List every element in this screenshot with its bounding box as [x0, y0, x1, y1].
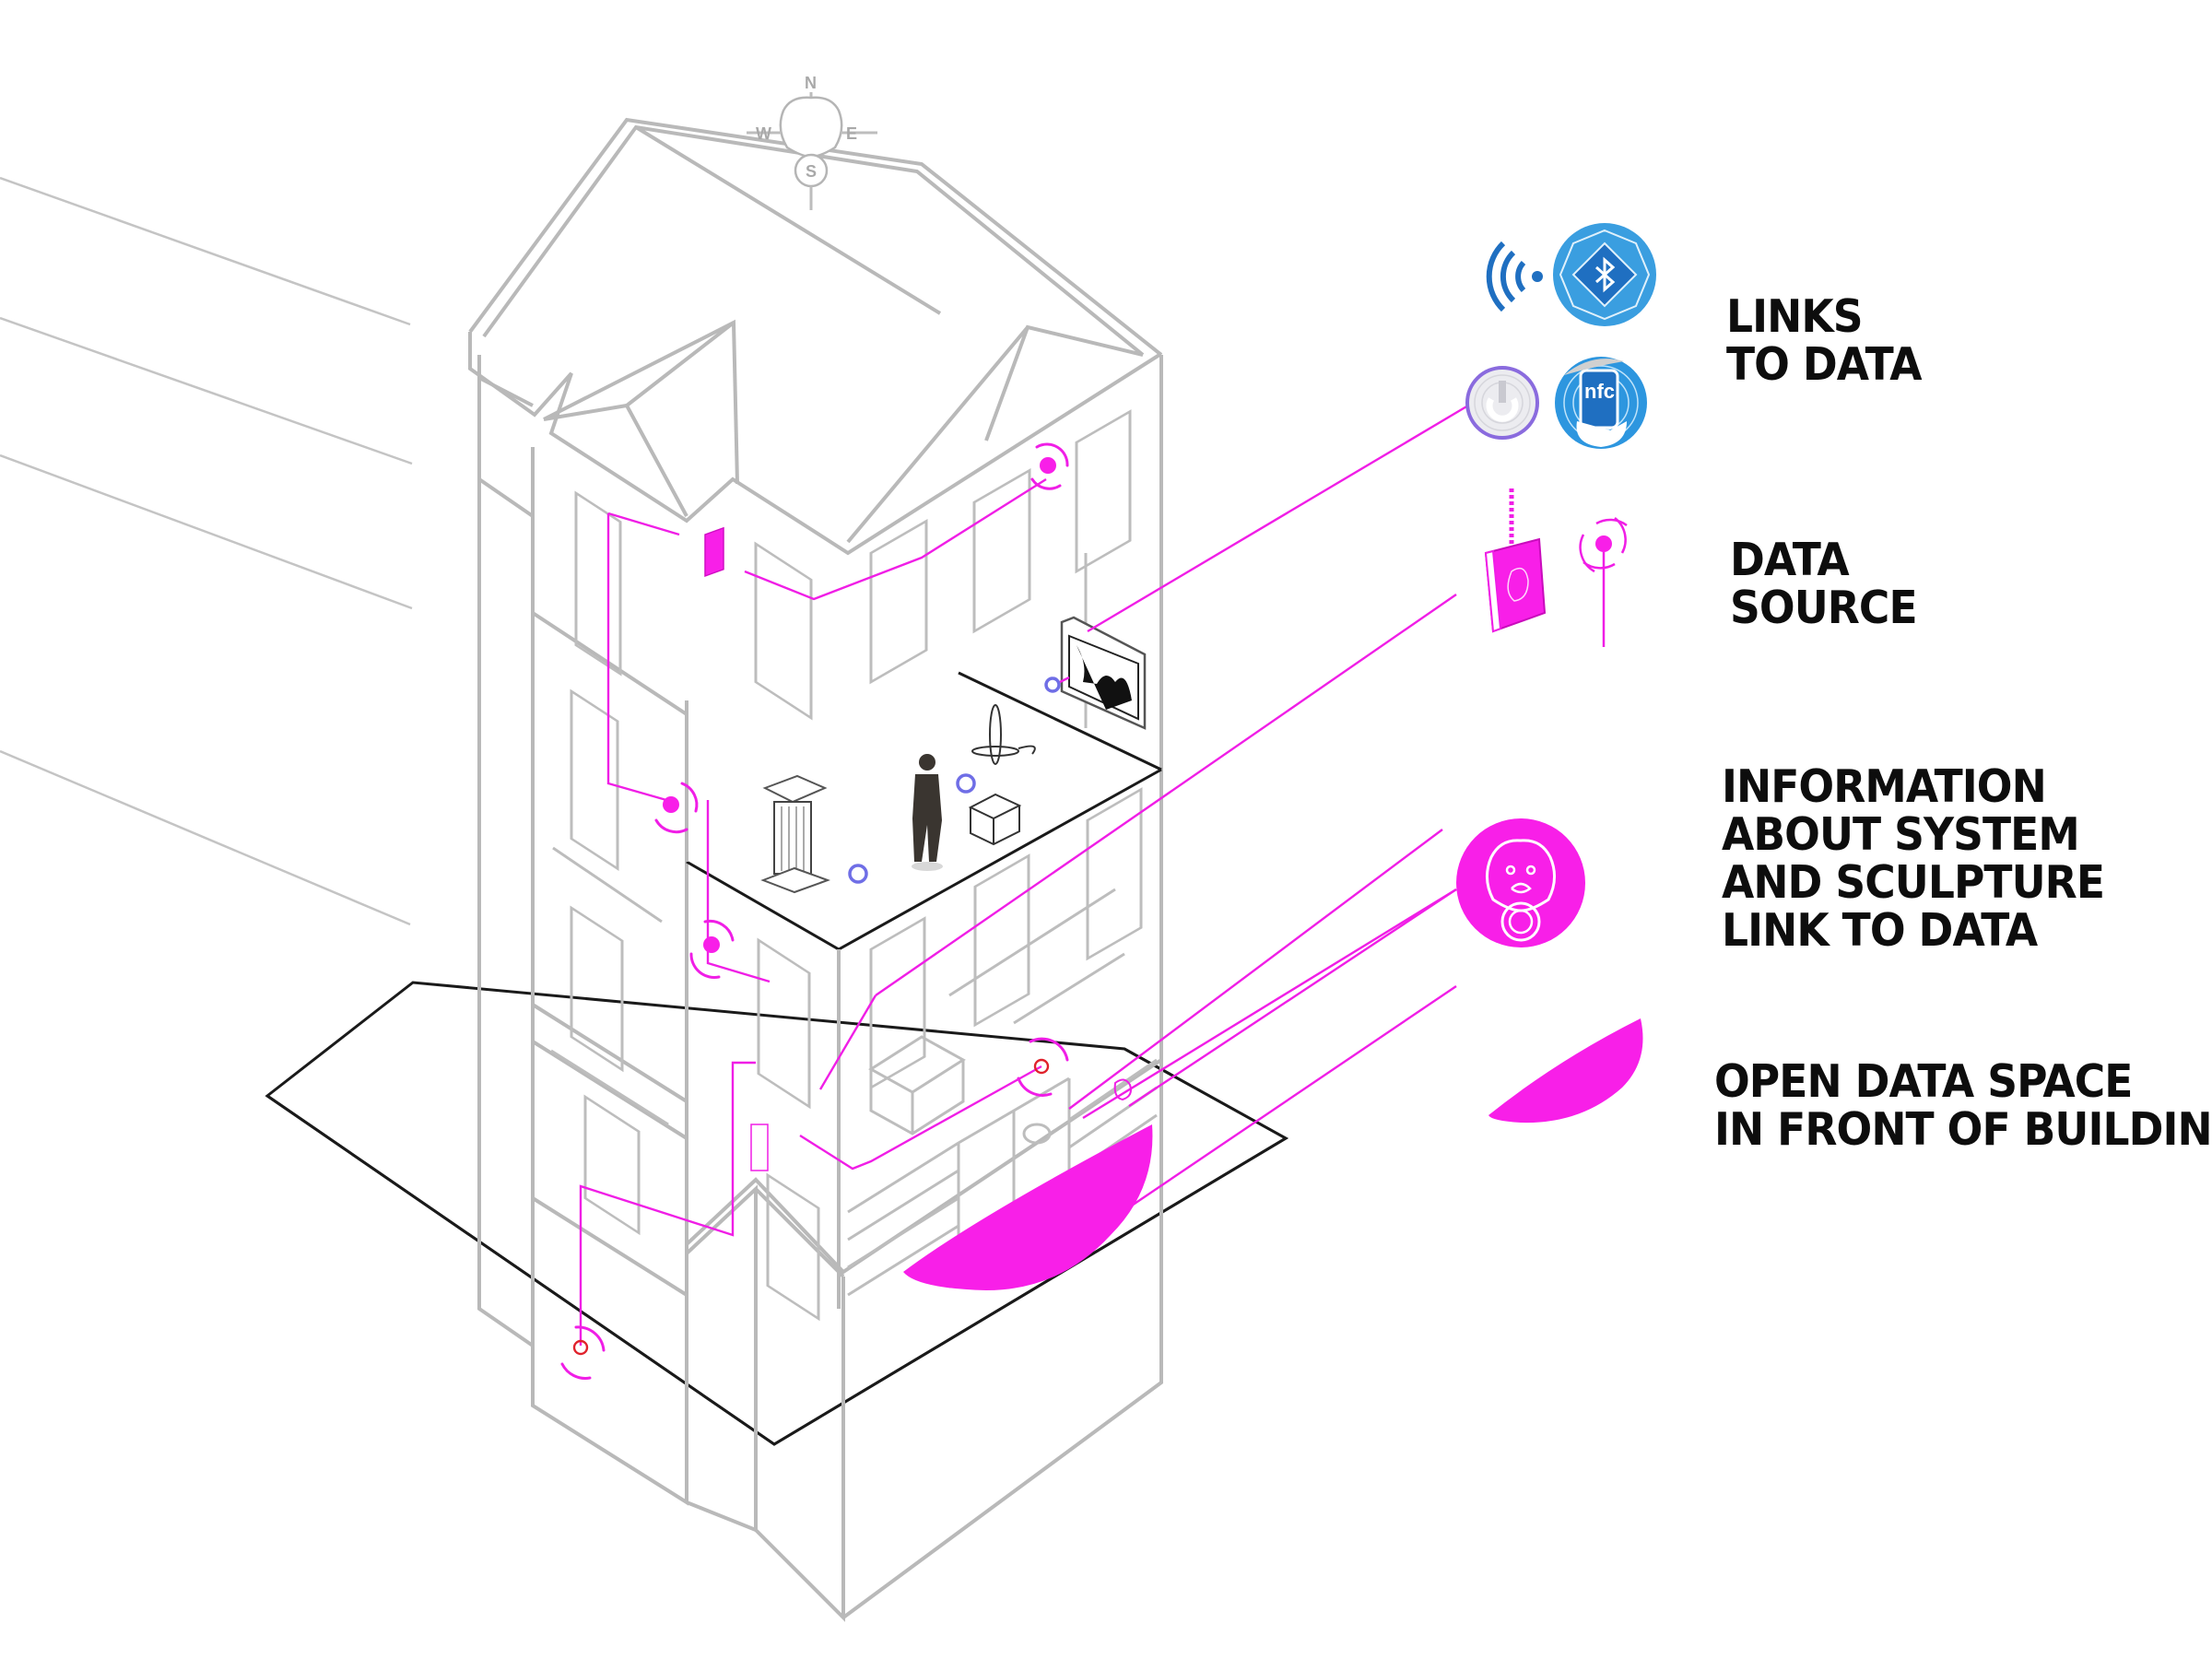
lion-knocker-icon — [1113, 1078, 1132, 1101]
roof-outline — [468, 117, 1163, 357]
compass-west: W — [756, 124, 771, 143]
compass-north: N — [805, 74, 817, 92]
window — [973, 853, 1030, 1028]
wall-painting — [1060, 616, 1147, 730]
window — [766, 1172, 820, 1322]
open-data-space — [903, 1124, 1153, 1290]
roof-ridge — [634, 125, 942, 315]
window — [1075, 409, 1132, 574]
lion-head-icon — [779, 96, 843, 159]
window — [570, 905, 624, 1073]
perspective-line — [0, 176, 411, 326]
window — [570, 688, 619, 871]
sculpture-spiral — [968, 704, 1036, 846]
ground-plane-edge — [266, 1047, 1289, 1446]
bluetooth-icon — [1553, 223, 1656, 326]
window — [1086, 787, 1143, 961]
dormer — [543, 319, 739, 485]
window — [754, 541, 813, 721]
perspective-line — [0, 316, 413, 465]
window — [972, 467, 1031, 634]
window — [574, 490, 622, 677]
legend-line: AND SCULPTURE — [1722, 856, 2105, 909]
sensor-ring — [848, 864, 868, 884]
perspective-line — [0, 453, 413, 610]
wifi-signal-icon — [1486, 241, 1543, 312]
legend-line: IN FRONT OF BUILDIN — [1714, 1103, 2212, 1156]
perspective-lines — [0, 176, 413, 926]
legend-line: LINKS — [1726, 290, 1864, 343]
legend-label-open: OPEN DATA SPACE IN FRONT OF BUILDIN — [1714, 1058, 2212, 1154]
rfid-tag-icon — [1465, 366, 1539, 440]
door-window — [1022, 1123, 1052, 1145]
legend-line: OPEN DATA SPACE — [1714, 1055, 2133, 1108]
legend-line: LINK TO DATA — [1722, 904, 2038, 957]
legend-line: TO DATA — [1726, 338, 1922, 391]
emitter-icon — [1017, 1037, 1069, 1097]
legend-line: ABOUT SYSTEM — [1722, 808, 2080, 861]
window — [869, 916, 926, 1090]
open-space-shape-icon — [1488, 1018, 1643, 1124]
window — [583, 1094, 641, 1236]
emitter-icon — [654, 782, 699, 834]
data-source-box — [704, 526, 724, 578]
balcony — [868, 1035, 966, 1094]
window — [869, 518, 928, 685]
sensor-ring — [1044, 677, 1061, 693]
legend-label-links: LINKS TO DATA — [1726, 293, 1922, 389]
nfc-sticker-icon: nfc — [1555, 357, 1647, 449]
compass: N W E S — [747, 74, 877, 210]
sensor-ring — [956, 773, 976, 794]
data-source-box — [750, 1124, 769, 1171]
nfc-label: nfc — [1584, 380, 1615, 403]
compass-east: E — [846, 124, 857, 143]
emitter-icon — [1030, 442, 1069, 490]
ground-plane — [265, 981, 1289, 1446]
legend-line: DATA — [1730, 534, 1850, 586]
perspective-line — [0, 749, 411, 926]
legend-line: SOURCE — [1730, 582, 1918, 634]
compass-south: S — [806, 162, 817, 181]
legend-line: INFORMATION — [1722, 760, 2047, 813]
lion-knocker-icon — [1456, 818, 1585, 947]
visitor-figure — [912, 754, 943, 871]
legend-label-source: DATA SOURCE — [1730, 534, 1918, 634]
ionic-column — [760, 774, 830, 894]
legend-label-info: INFORMATION ABOUT SYSTEM AND SCULPTURE L… — [1722, 760, 2105, 957]
data-wiring — [579, 404, 1469, 1346]
left-tower-edge — [477, 355, 535, 1347]
emitter-icon — [689, 919, 735, 979]
data-source-device-icon — [1484, 488, 1547, 633]
window — [757, 937, 811, 1110]
emitter-icon — [560, 1325, 606, 1380]
signal-antenna-icon — [1579, 517, 1628, 647]
